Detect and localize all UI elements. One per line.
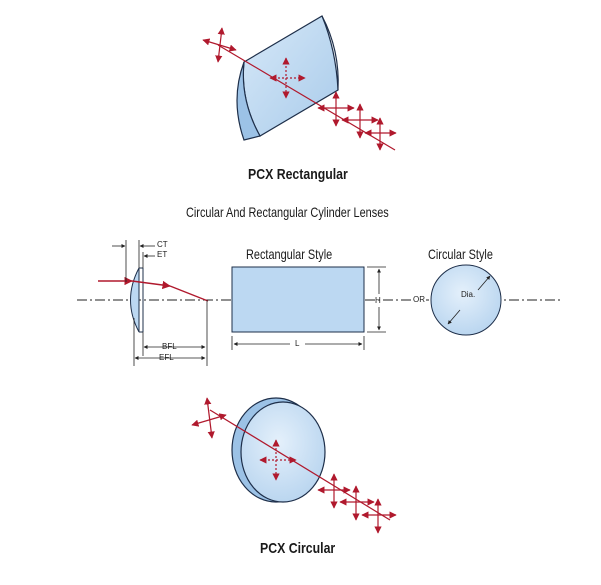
rectangular-style-label: Rectangular Style: [246, 246, 333, 262]
dia-label: Dia.: [461, 290, 476, 299]
efl-label: EFL: [159, 353, 174, 362]
pcx-side-view-lens: [130, 267, 144, 333]
or-label: OR: [412, 295, 426, 304]
pcx-rectangular-title: PCX Rectangular: [248, 166, 348, 183]
ct-label: CT: [157, 240, 168, 249]
ct-et-dimensions: [112, 240, 208, 366]
et-label: ET: [157, 250, 168, 259]
h-label: H: [375, 296, 381, 305]
polarization-arrows-top: [202, 27, 397, 151]
rectangular-style-lens: [231, 266, 365, 333]
polarization-arrows-bottom: [191, 397, 397, 534]
rect-dimensions: [231, 266, 386, 350]
dia-arrows: [447, 275, 491, 325]
circular-style-lens: [430, 264, 502, 336]
l-label: L: [295, 339, 300, 348]
main-title: Circular And Rectangular Cylinder Lenses: [186, 204, 389, 220]
pcx-circular-title: PCX Circular: [260, 540, 336, 557]
circular-style-label: Circular Style: [428, 246, 493, 262]
pcx-circular-lens: [231, 397, 326, 503]
focus-rays: [98, 276, 209, 302]
bfl-label: BFL: [162, 342, 177, 351]
